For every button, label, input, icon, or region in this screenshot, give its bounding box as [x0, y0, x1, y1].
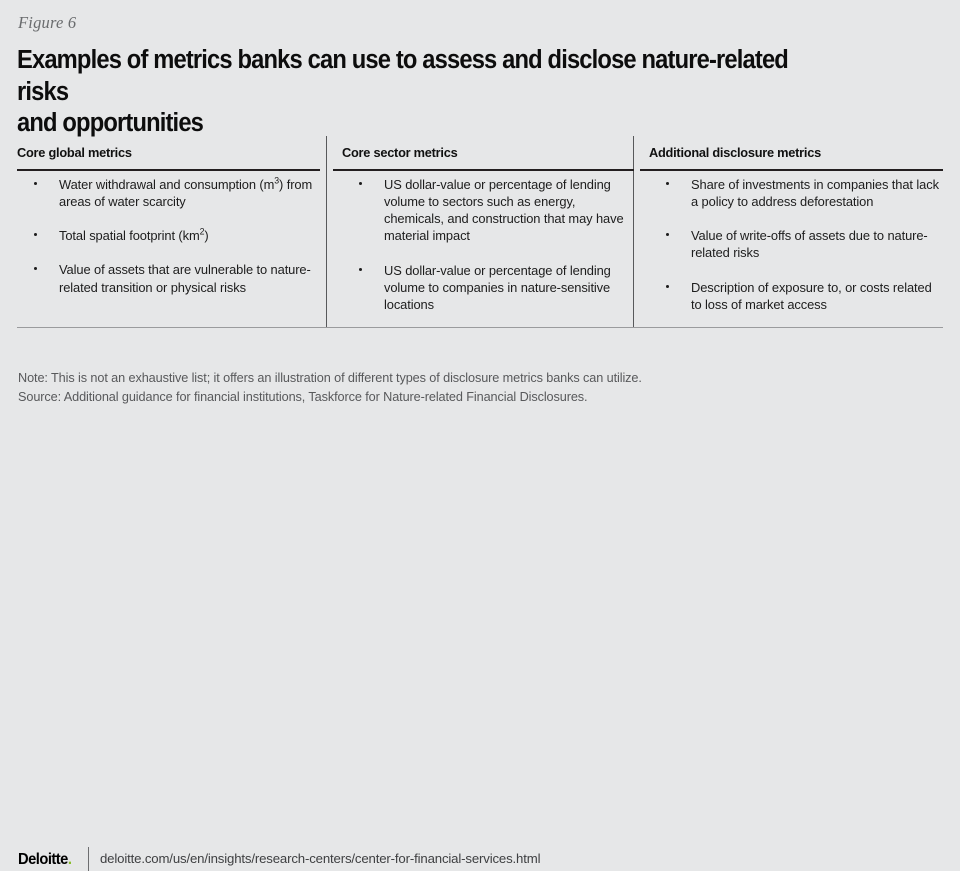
column-body: US dollar-value or percentage of lending…	[326, 176, 633, 313]
table-bottom-rule	[17, 327, 943, 328]
header-rule-3	[640, 169, 943, 171]
list-item-text: Total spatial footprint (km2)	[59, 227, 209, 244]
column-divider-1	[326, 136, 327, 328]
column-body: Water withdrawal and consumption (m3) fr…	[17, 176, 326, 296]
list-item: Total spatial footprint (km2)	[17, 227, 326, 244]
list-item: US dollar-value or percentage of lending…	[342, 176, 633, 245]
bullet-dot-icon	[666, 233, 669, 237]
footer-url: deloitte.com/us/en/insights/research-cen…	[100, 851, 541, 866]
column-divider-2	[633, 136, 634, 328]
title-line-1: Examples of metrics banks can use to ass…	[17, 46, 789, 106]
figure-label: Figure 6	[18, 13, 77, 32]
list-item-text: Water withdrawal and consumption (m3) fr…	[59, 175, 313, 210]
list-item-text: Value of assets that are vulnerable to n…	[59, 262, 311, 295]
header-rule-2	[333, 169, 634, 171]
bullet-dot-icon	[359, 182, 362, 185]
list-item-text: Value of write-offs of assets due to nat…	[691, 228, 928, 261]
deloitte-logo: Deloitte.	[18, 851, 72, 869]
list-item: Value of assets that are vulnerable to n…	[17, 261, 326, 295]
list-item-text: US dollar-value or percentage of lending…	[384, 177, 624, 244]
list-item: Water withdrawal and consumption (m3) fr…	[17, 176, 326, 210]
header-rule-1	[17, 169, 320, 171]
table-column-core-global-metrics: Core global metrics Water withdrawal and…	[17, 136, 326, 328]
note-text: Note: This is not an exhaustive list; it…	[18, 371, 642, 385]
footer-separator	[88, 847, 89, 871]
list-item: Value of write-offs of assets due to nat…	[649, 227, 943, 261]
list-item-text: Share of investments in companies that l…	[691, 177, 939, 210]
bullet-dot-icon	[34, 267, 37, 271]
bullet-list: Water withdrawal and consumption (m3) fr…	[17, 176, 326, 296]
logo-green-dot-icon: .	[67, 851, 72, 868]
column-header: Core global metrics	[17, 145, 132, 160]
list-item: Description of exposure to, or costs rel…	[649, 279, 943, 313]
page-title: Examples of metrics banks can use to ass…	[17, 45, 789, 140]
footer: Deloitte. deloitte.com/us/en/insights/re…	[0, 420, 960, 871]
title-line-2: and opportunities	[17, 109, 204, 138]
bullet-dot-icon	[666, 284, 669, 288]
figure-page: Figure 6 Examples of metrics banks can u…	[0, 13, 960, 871]
table-column-core-sector-metrics: Core sector metrics US dollar-value or p…	[326, 136, 633, 328]
list-item: Share of investments in companies that l…	[649, 176, 943, 210]
bullet-dot-icon	[34, 233, 37, 237]
bullet-dot-icon	[34, 182, 37, 185]
list-item-text: Description of exposure to, or costs rel…	[691, 279, 932, 312]
notes-block: Note: This is not an exhaustive list; it…	[18, 369, 928, 408]
column-body: Share of investments in companies that l…	[633, 176, 943, 313]
bullet-dot-icon	[359, 267, 362, 271]
list-item-text: US dollar-value or percentage of lending…	[384, 262, 611, 312]
source-text: Source: Additional guidance for financia…	[18, 390, 588, 405]
bullet-dot-icon	[666, 182, 669, 185]
table-column-additional-disclosure-metrics: Additional disclosure metrics Share of i…	[633, 136, 943, 328]
bullet-list: US dollar-value or percentage of lending…	[342, 176, 633, 313]
metrics-table: Core global metrics Water withdrawal and…	[17, 136, 943, 328]
column-header: Core sector metrics	[342, 145, 458, 160]
logo-wordmark: Deloitte	[18, 851, 68, 868]
bullet-list: Share of investments in companies that l…	[649, 176, 943, 313]
column-header: Additional disclosure metrics	[649, 145, 821, 160]
list-item: US dollar-value or percentage of lending…	[342, 262, 633, 313]
